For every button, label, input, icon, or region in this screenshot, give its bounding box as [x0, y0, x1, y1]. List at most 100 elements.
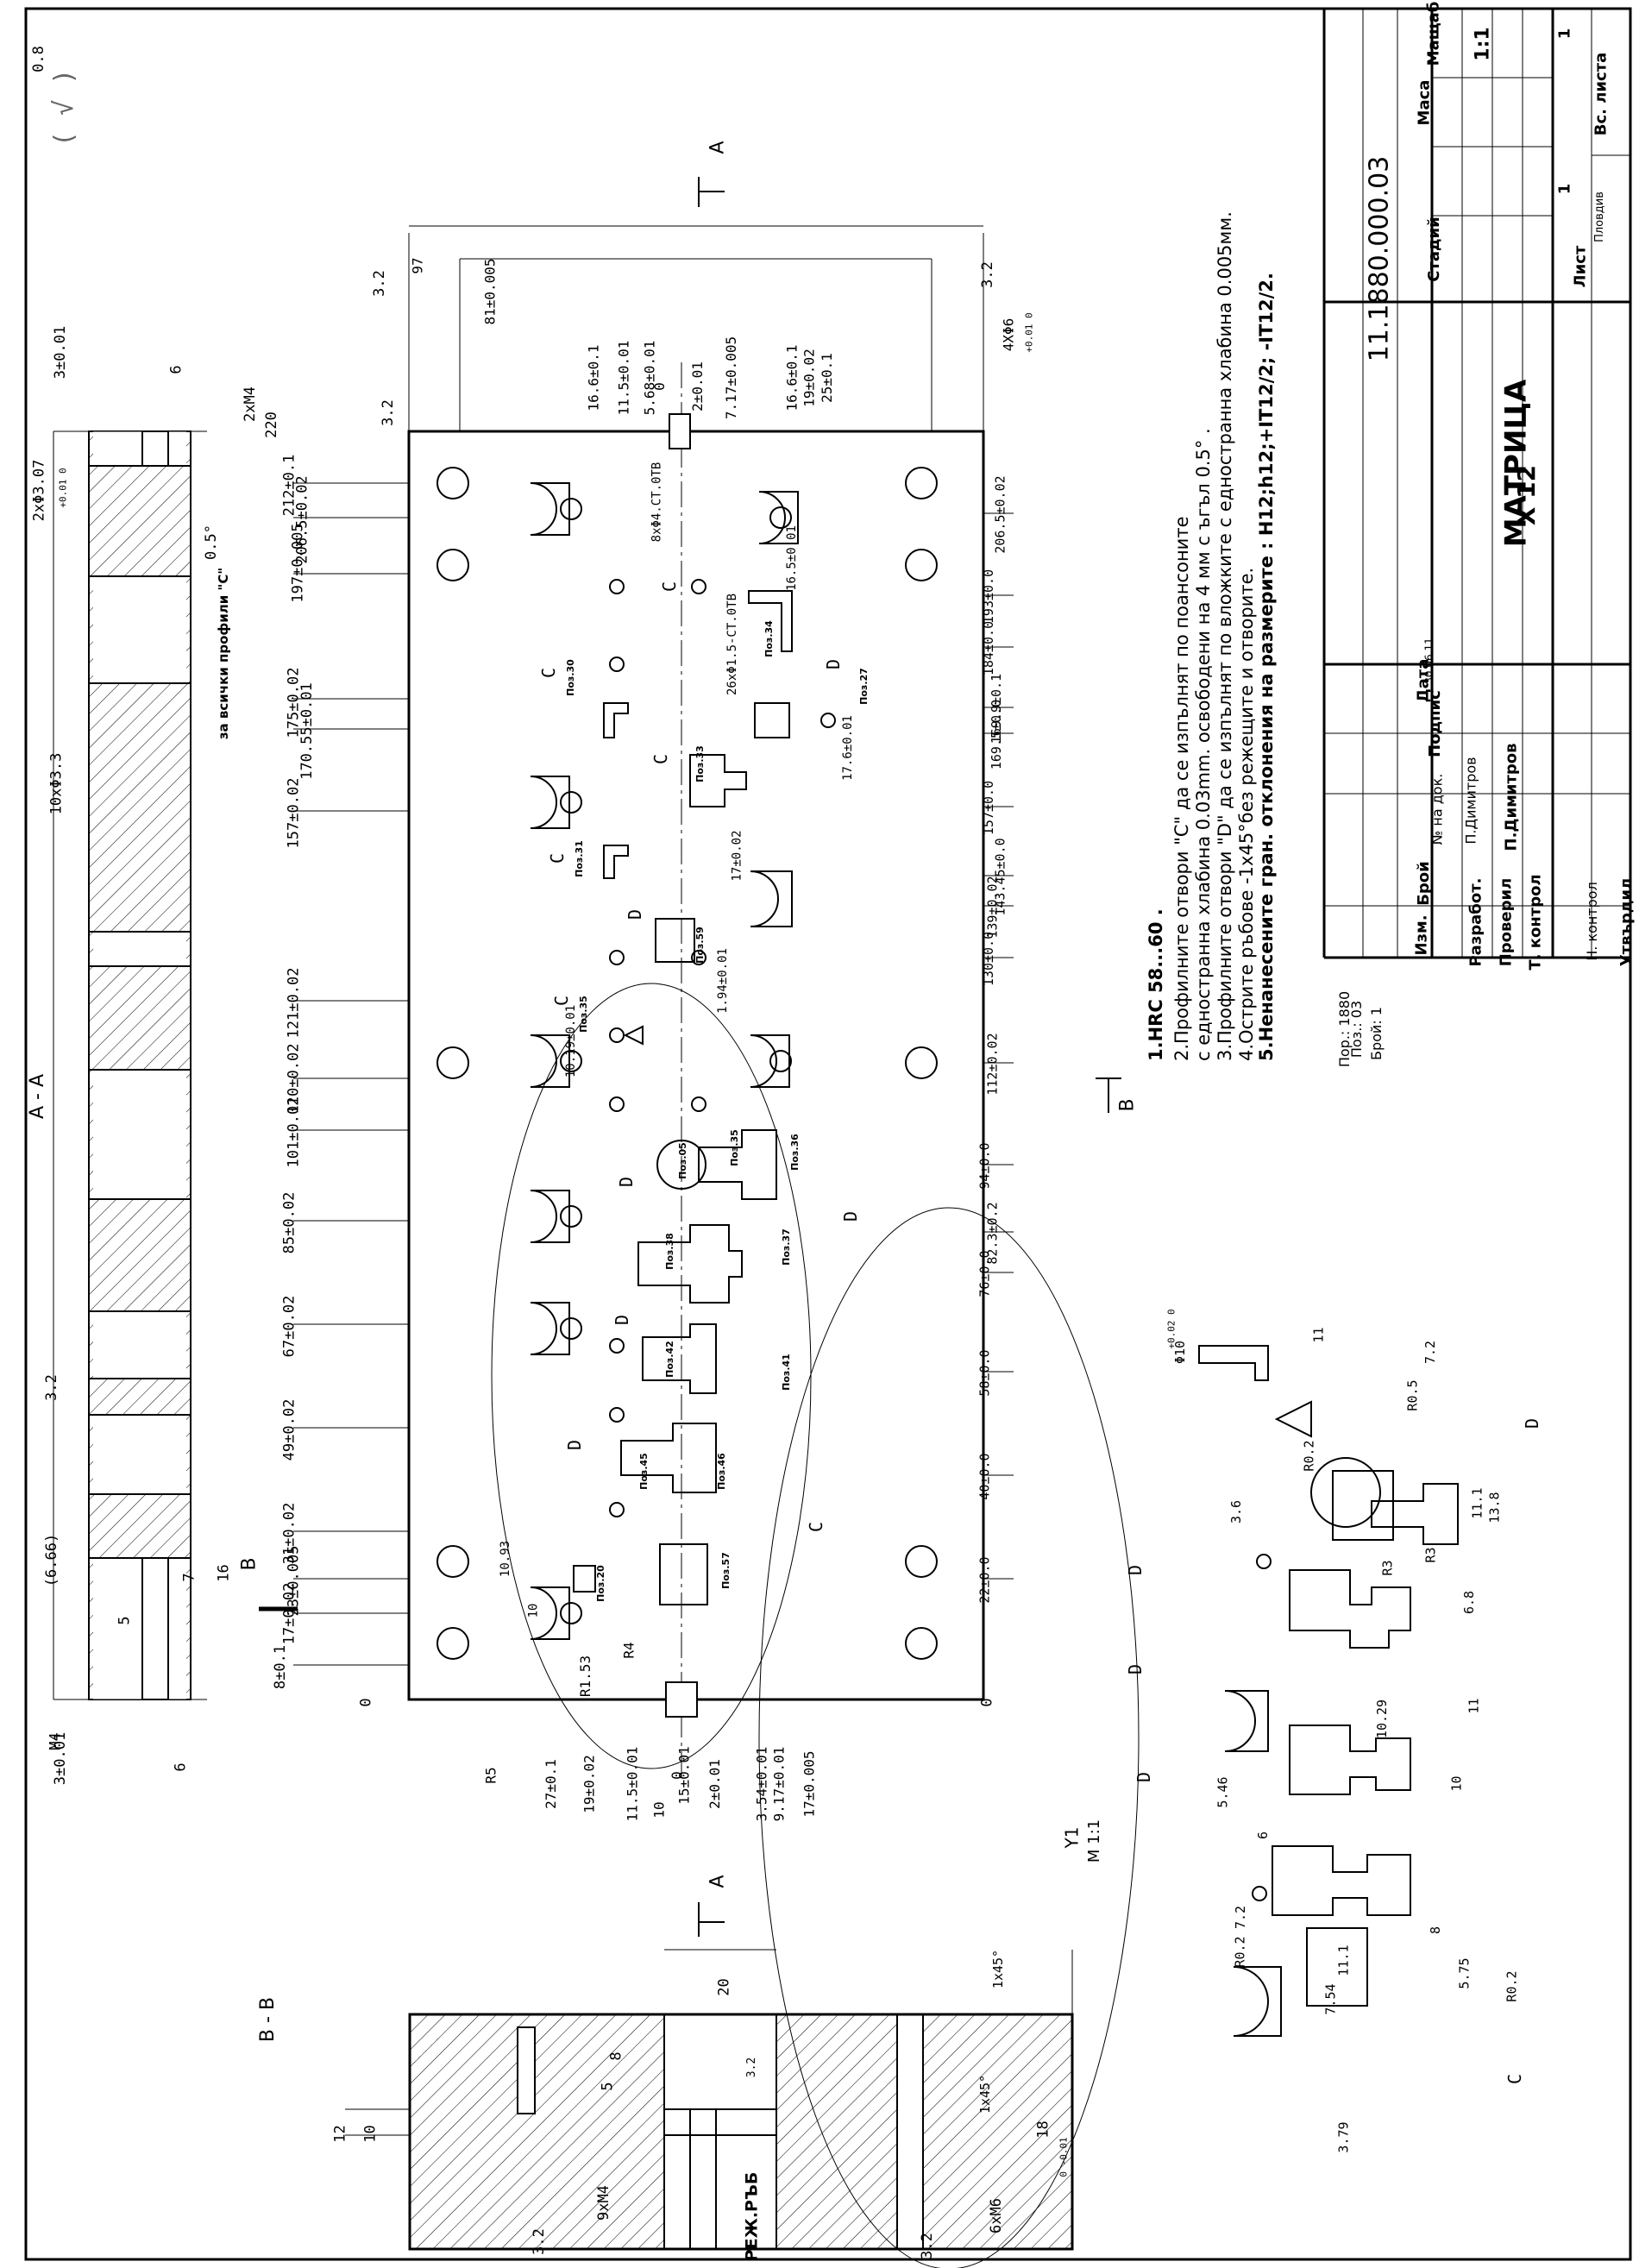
cut-b-right: B	[1116, 1098, 1139, 1112]
plate-holes8: 8xΦ4.CT.0TB	[650, 462, 664, 543]
plate-d176: 17.6±0.01	[840, 715, 855, 781]
cut-b-left: B	[238, 1557, 261, 1571]
tb-col-change: Изм.	[1412, 914, 1431, 956]
plate-dim-left: 130±0.0	[981, 931, 997, 987]
aa-thread-bottom: M4	[47, 1732, 65, 1750]
note-line: 5.Ненанесените гран. отклонения на разме…	[1256, 273, 1277, 1061]
tb-row-dev: Разработ.	[1466, 877, 1485, 967]
plate-dim-right: 85±0.02	[280, 1191, 298, 1254]
bb-edge: РЕЖ.РЪБ	[742, 2171, 762, 2262]
plate-dim-right: 220	[262, 412, 280, 438]
profile-marker-d: D	[1522, 1417, 1543, 1429]
bb-d5: 5	[599, 2082, 617, 2091]
plate-dim-right: 170.55±0.01	[298, 682, 316, 780]
y1-d11: 11	[1310, 1327, 1327, 1343]
plate-d10: 10	[526, 1603, 541, 1618]
bb-cham1: 1x45°	[990, 1949, 1007, 1989]
tb-dev-name: П.Димитров	[1462, 757, 1479, 845]
profile-marker-d: D	[823, 658, 845, 670]
plate-d17: 17±0.02	[730, 830, 744, 882]
plate-dim-top: 97	[409, 257, 426, 274]
note-line: 2.Профилните отвори "С" да се изпълнят п…	[1171, 516, 1192, 1062]
plate-dim-top: 25±0.1	[818, 353, 835, 403]
bb-rough2: 3.2	[530, 2228, 548, 2255]
plate-dim-bottom: 10	[650, 1801, 668, 1819]
plate-dim-top: 0	[650, 382, 668, 391]
y1-d1029: 10.29	[1374, 1699, 1391, 1739]
y1-r02c: R0.2	[1504, 1970, 1520, 2002]
tb-pos: Поз.: 03	[1348, 1000, 1366, 1059]
plate-dim-right: 121±0.02	[285, 967, 303, 1039]
bb-d12: 12	[331, 2125, 349, 2143]
position-label: Поз.38	[663, 1233, 675, 1270]
aa-rough: 3.2	[42, 1374, 60, 1401]
plate-dim-left: 157±0.0	[981, 780, 997, 836]
plate-zero-left: 0	[357, 1698, 375, 1707]
y1-d379: 3.79	[1335, 2121, 1352, 2153]
position-label: Поз.20	[594, 1565, 606, 1602]
position-label: Поз.05	[676, 1142, 688, 1179]
profile-marker-c: C	[806, 1521, 827, 1533]
tb-scale-h: Мащаб	[1424, 1, 1443, 66]
plate-holes26: 26xΦ1.5-CT.0TB	[725, 593, 740, 696]
plate-dim-bottom: 9.17±0.01	[770, 1746, 788, 1822]
plate-dim-bottom: 11.5±0.01	[624, 1746, 641, 1822]
position-label: Поз.31	[573, 840, 585, 877]
plate-d194: 1.94±0.01	[715, 948, 730, 1014]
plate-d1019: 10.19±0.01	[564, 1004, 579, 1078]
y1-d546: 5.46	[1215, 1776, 1231, 1808]
y1-d72: 7.2	[1422, 1340, 1439, 1365]
plate-dim-top: 2±0.01	[688, 361, 706, 412]
aa-top-holes-tol: +0.01 0	[57, 468, 69, 508]
plate-dim-right: 8±0.1	[272, 1644, 290, 1690]
bb-thread1: 9xM4	[594, 2185, 612, 2221]
plate-dim-left: 193±0.0	[981, 569, 997, 625]
aa-dim-3-top: 3±0.01	[52, 325, 70, 380]
plate-dim-right: 67±0.02	[280, 1295, 298, 1358]
aa-dim-16: 16	[215, 1564, 233, 1582]
tb-stage-h: Стадий	[1424, 217, 1443, 282]
bb-thick-tol: 0 -0.01	[1058, 2137, 1070, 2177]
plate-dim-right: 197±0.005	[289, 523, 307, 603]
plate-dim-left: 22±0.0	[976, 1556, 993, 1604]
position-label: Поз.30	[564, 659, 576, 696]
cut-a-bottom: A	[706, 1875, 729, 1888]
position-label: Поз.57	[719, 1552, 732, 1589]
y1-d72b: 7.2	[1233, 1905, 1249, 1930]
plate-dim-bottom: 17±0.005	[801, 1750, 818, 1818]
position-label: Поз.45	[637, 1453, 650, 1490]
position-label: Поз.27	[857, 668, 870, 705]
y1-d10: 10	[1448, 1775, 1465, 1792]
main-plate	[259, 177, 1121, 1937]
profile-marker-d: D	[616, 1176, 637, 1188]
position-label: Поз.59	[694, 927, 706, 964]
title-block	[1322, 9, 1630, 959]
bb-cham2: 1x45°	[977, 2074, 994, 2114]
tb-drawing-no: 11.1880.000.03	[1364, 155, 1395, 362]
y1-d138: 13.8	[1486, 1492, 1503, 1524]
plate-dim-left: 112±0.02	[984, 1033, 1001, 1096]
y1-d6: 6	[1255, 1831, 1272, 1840]
y1-phi10-tol: +0.02 0	[1165, 1309, 1177, 1349]
aa-dim-7: 7	[180, 1573, 198, 1582]
tb-date: 30.06.11	[1422, 638, 1435, 684]
plate-dim-right: 157±0.02	[285, 777, 303, 849]
section-bb	[345, 1949, 1074, 2251]
tb-sheets-h: Вс. листа	[1592, 52, 1611, 136]
plate-dim-left: 206.5±0.02	[992, 475, 1008, 554]
aa-dim-6-top: 6	[167, 365, 185, 374]
y1-r3b: R3	[1422, 1547, 1439, 1563]
position-label: Поз.35	[577, 996, 589, 1033]
tb-count: Брой: 1	[1367, 1007, 1385, 1060]
note-line: 4.Острите ръбове -1x45°без режещите и от…	[1236, 567, 1257, 1061]
note-line: 1.HRC 58...60 .	[1146, 908, 1166, 1061]
plate-dim-left: 139±0.02	[984, 876, 1001, 939]
sheet-frame	[24, 7, 1632, 2261]
aa-thread-top: 2xM4	[241, 386, 259, 422]
profile-marker-d: D	[625, 908, 646, 920]
plate-dim-top: 16.6±0.1	[783, 344, 801, 412]
y1-r02b: R0.2	[1232, 1936, 1248, 1968]
plate-dim-left: 169.5±0.0	[989, 699, 1005, 770]
tb-scale: 1:1	[1472, 27, 1494, 61]
plate-dim-top: 5.68±0.01	[641, 340, 658, 416]
